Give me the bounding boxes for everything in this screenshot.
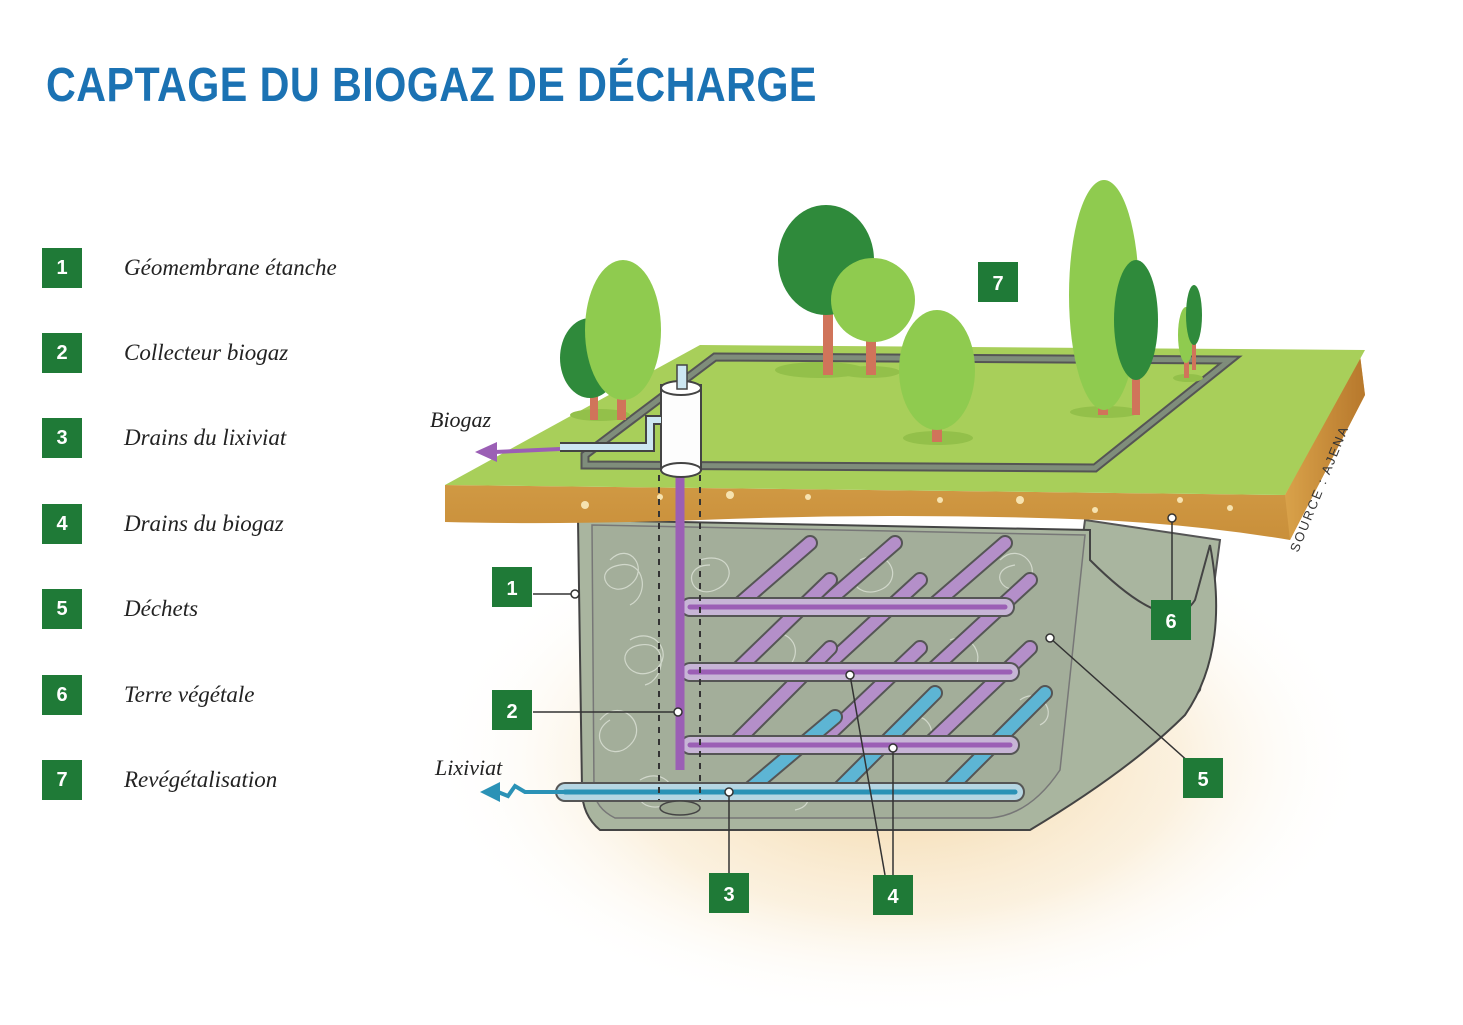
soil-pebbles [581, 491, 1233, 513]
callout-4: 4 [873, 875, 913, 915]
legend-label: Géomembrane étanche [124, 255, 337, 280]
legend-item-geomembrane: 1 Géomembrane étanche [42, 248, 402, 290]
legend-item-collecteur: 2 Collecteur biogaz [42, 333, 402, 375]
legend-badge: 4 [42, 504, 82, 544]
legend-label: Drains du biogaz [124, 511, 284, 536]
svg-text:5: 5 [1197, 769, 1208, 791]
svg-text:1: 1 [506, 578, 517, 600]
soil-layer [445, 355, 1365, 540]
biogaz-label: Biogaz [430, 407, 492, 432]
callout-3: 3 [709, 873, 749, 913]
legend-item-drains-biogaz: 4 Drains du biogaz [42, 504, 402, 546]
svg-text:6: 6 [1165, 611, 1176, 633]
legend-badge: 5 [42, 589, 82, 629]
callout-7: 7 [978, 262, 1018, 302]
legend-badge: 6 [42, 675, 82, 715]
legend-label: Revégétalisation [124, 767, 278, 792]
trees [560, 180, 1203, 445]
biogaz-outlet-arrow [475, 442, 561, 462]
page-title: CAPTAGE DU BIOGAZ DE DÉCHARGE [46, 59, 817, 112]
svg-text:7: 7 [992, 273, 1003, 295]
callout-1: 1 [492, 567, 532, 607]
svg-text:2: 2 [506, 701, 517, 723]
callout-leaders [533, 513, 1191, 876]
legend-label: Collecteur biogaz [124, 340, 289, 365]
legend-label: Drains du lixiviat [124, 425, 287, 450]
svg-text:4: 4 [887, 886, 899, 908]
legend-label: Terre végétale [124, 682, 255, 707]
legend-item-drains-lixiviat: 3 Drains du lixiviat [42, 418, 402, 460]
legend-item-dechets: 5 Déchets [42, 589, 402, 631]
biogaz-collector-well [560, 364, 702, 816]
legend-item-terre-vegetale: 6 Terre végétale [42, 675, 402, 717]
soil-side [1285, 355, 1365, 540]
lixiviat-outlet-arrow [480, 782, 565, 802]
legend-badge: 1 [42, 248, 82, 288]
legend-item-revegetalisation: 7 Revégétalisation [42, 760, 402, 802]
svg-text:3: 3 [723, 884, 734, 906]
legend-badge: 3 [42, 418, 82, 458]
callout-6: 6 [1151, 600, 1191, 640]
legend-badge: 2 [42, 333, 82, 373]
legend-badge: 7 [42, 760, 82, 800]
callout-2: 2 [492, 690, 532, 730]
legend-label: Déchets [124, 596, 199, 621]
callout-5: 5 [1183, 758, 1223, 798]
lixiviat-label: Lixiviat [434, 755, 503, 780]
